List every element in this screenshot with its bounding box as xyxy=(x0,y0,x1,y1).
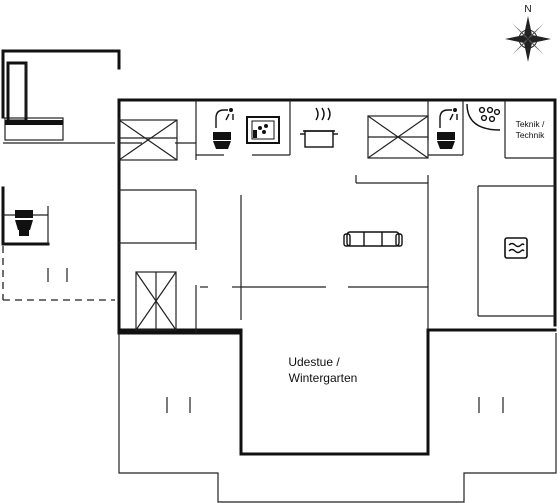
shower-icon xyxy=(439,108,458,128)
cooking-pot-icon xyxy=(300,107,338,148)
compass-north-label: N xyxy=(524,4,531,15)
interior-walls xyxy=(3,100,555,333)
bed-icon xyxy=(118,119,178,161)
technik-label-line1: Teknik / xyxy=(516,119,545,129)
terrace-outline xyxy=(118,333,557,503)
window-marks xyxy=(166,397,504,413)
toilet-icon xyxy=(15,210,33,236)
toilet-icon xyxy=(437,132,455,149)
whirlpool-icon xyxy=(504,237,528,259)
bed-icon xyxy=(135,271,177,331)
outer-walls xyxy=(1,49,557,456)
toilet-icon xyxy=(213,132,231,149)
bed-icon xyxy=(4,61,64,141)
washing-machine-icon xyxy=(246,116,280,144)
dashed-terrace-left xyxy=(2,246,115,301)
sauna-icon xyxy=(466,103,501,131)
sunroom-label-line1: Udestue / xyxy=(288,355,340,369)
bed-icon xyxy=(367,115,429,159)
shower-icon xyxy=(215,108,234,128)
technik-label-line2: Technik xyxy=(516,130,546,140)
compass-icon: N xyxy=(505,4,551,62)
sofa-icon xyxy=(343,231,403,247)
sunroom-label-line2: Wintergarten xyxy=(289,371,358,385)
